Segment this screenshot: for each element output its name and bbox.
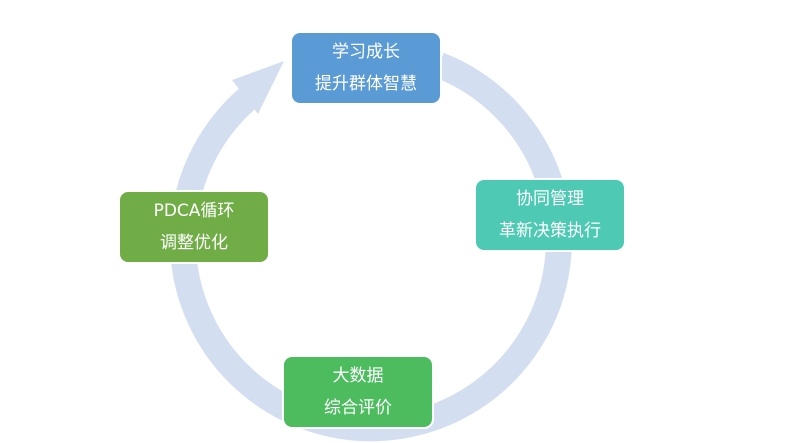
cycle-arrowhead-icon xyxy=(232,61,284,114)
node-collaborative-management-title: 协同管理 xyxy=(516,189,584,209)
node-pdca-cycle-subtitle: 调整优化 xyxy=(160,233,228,253)
node-big-data-subtitle: 综合评价 xyxy=(324,398,392,418)
node-big-data-title: 大数据 xyxy=(332,366,384,386)
node-collaborative-management-subtitle: 革新决策执行 xyxy=(499,221,601,241)
node-learning-growth-title: 学习成长 xyxy=(332,42,400,62)
node-pdca-cycle-title: PDCA循环 xyxy=(153,201,235,221)
node-learning-growth: 学习成长 提升群体智慧 xyxy=(290,31,442,105)
node-learning-growth-subtitle: 提升群体智慧 xyxy=(315,74,417,94)
node-pdca-cycle: PDCA循环 调整优化 xyxy=(118,190,270,264)
node-collaborative-management: 协同管理 革新决策执行 xyxy=(474,178,626,252)
node-big-data: 大数据 综合评价 xyxy=(282,355,434,429)
